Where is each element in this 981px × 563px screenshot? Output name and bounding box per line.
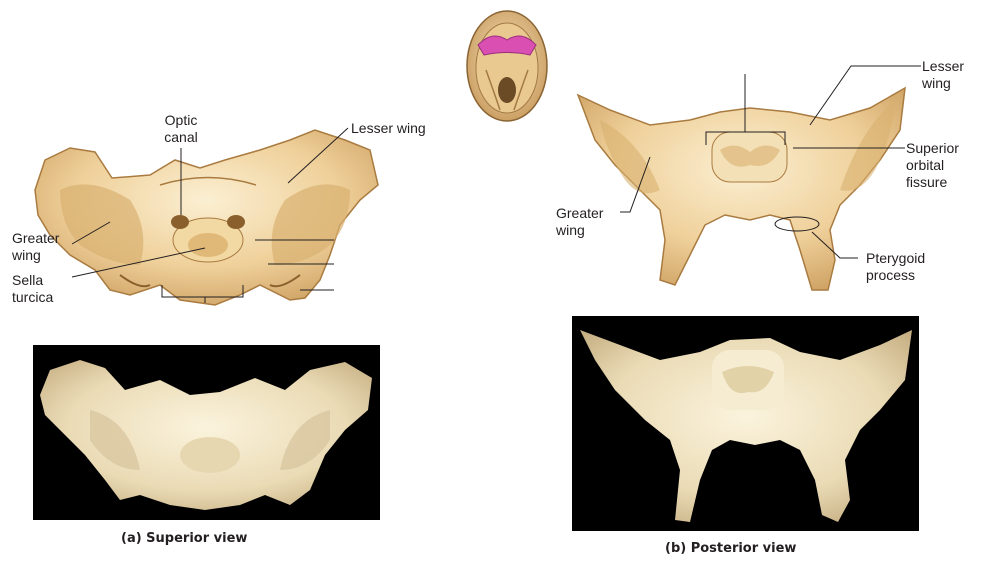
lesser-wing-posterior-label-line2: wing — [922, 75, 964, 92]
posterior-view-illustration — [578, 88, 905, 290]
caption-posterior-view: (b) Posterior view — [665, 541, 796, 556]
sella-turcica-label: Sella turcica — [12, 272, 53, 306]
superior-orbital-fissure-label-line2: orbital — [906, 157, 959, 174]
caption-superior-view: (a) Superior view — [121, 531, 247, 546]
greater-wing-posterior-label-line1: Greater — [556, 205, 603, 222]
pterygoid-process-label-line2: process — [866, 267, 925, 284]
posterior-view-photo — [572, 316, 919, 531]
greater-wing-superior-label-line2: wing — [12, 247, 59, 264]
lesser-wing-posterior-label-line1: Lesser — [922, 58, 964, 75]
superior-orbital-fissure-label-line1: Superior — [906, 140, 959, 157]
superior-view-illustration — [35, 130, 378, 305]
optic-canal-label: Optic canal — [153, 112, 209, 146]
pterygoid-process-label: Pterygoid process — [866, 250, 925, 284]
sella-turcica-label-line1: Sella — [12, 272, 53, 289]
superior-view-photo — [33, 345, 380, 520]
greater-wing-posterior-label-line2: wing — [556, 222, 603, 239]
pterygoid-process-label-line1: Pterygoid — [866, 250, 925, 267]
greater-wing-posterior-label: Greater wing — [556, 205, 603, 239]
lesser-wing-superior-label: Lesser wing — [351, 120, 426, 137]
superior-orbital-fissure-label: Superior orbital fissure — [906, 140, 959, 191]
skull-locator-inset — [467, 11, 547, 121]
greater-wing-superior-label: Greater wing — [12, 230, 59, 264]
optic-canal-label-line2: canal — [153, 129, 209, 146]
greater-wing-superior-label-line1: Greater — [12, 230, 59, 247]
sella-turcica-label-line2: turcica — [12, 289, 53, 306]
optic-canal-label-line1: Optic — [153, 112, 209, 129]
superior-orbital-fissure-label-line3: fissure — [906, 174, 959, 191]
lesser-wing-posterior-label: Lesser wing — [922, 58, 964, 92]
